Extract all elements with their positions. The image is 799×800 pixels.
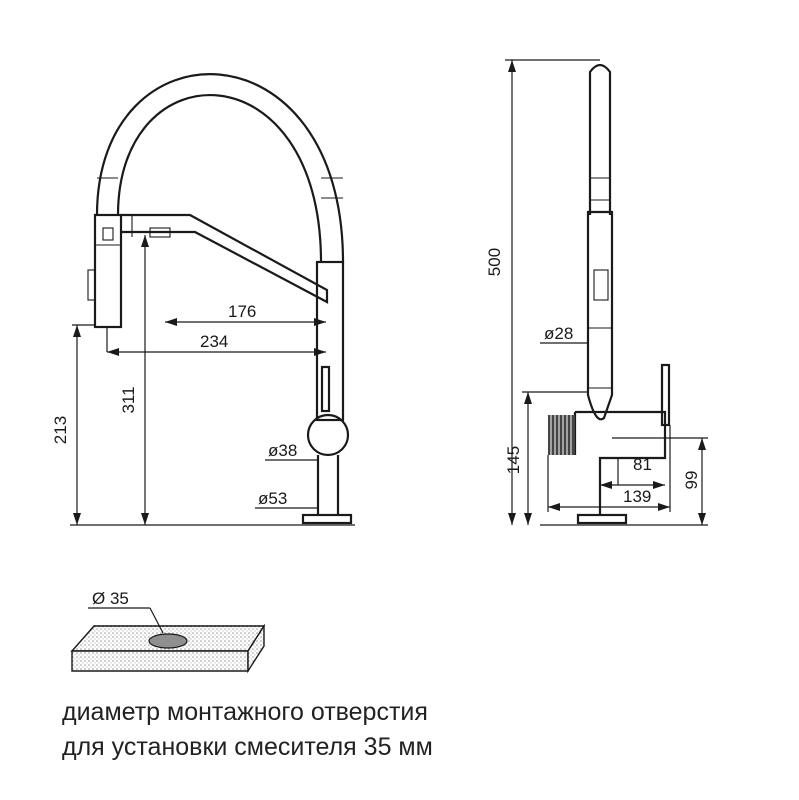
side-view: 500 ø28 145 81 99 139 [485,59,708,526]
holder-arm [121,213,329,304]
lever [320,365,331,413]
dim-d28-label: ø28 [544,324,573,343]
flexible-hose [95,73,345,263]
dim-99-label: 99 [682,471,701,490]
dim-234-label: 234 [200,332,228,351]
dim-176-label: 176 [228,302,256,321]
dim-213-label: 213 [51,416,70,444]
mounting-hole [148,633,188,649]
countertop-hole-illustration: Ø 35 [70,589,266,674]
dim-d38-label: ø38 [268,441,297,460]
front-view: 176 234 311 213 ø38 ø53 [51,73,355,526]
side-spout [588,63,612,215]
body-column [315,260,345,422]
dim-500-label: 500 [485,248,504,276]
dim-311-label: 311 [119,386,138,413]
hole-diameter-label: Ø 35 [92,589,129,608]
dim-d53-label: ø53 [258,489,287,508]
caption-line-2: для установки смесителя 35 мм [62,733,433,761]
countertop-front-face [71,650,249,672]
side-body [575,410,667,515]
side-lever [660,363,671,427]
base-plate [301,513,353,525]
dim-145-label: 145 [504,446,523,474]
ball-joint [306,413,350,457]
dim-139-label: 139 [623,487,651,506]
caption-line-1: диаметр монтажного отверстия [62,698,428,726]
side-base [576,513,628,525]
dim-81-label: 81 [633,455,652,474]
side-button [593,269,609,301]
spray-head [93,213,123,329]
